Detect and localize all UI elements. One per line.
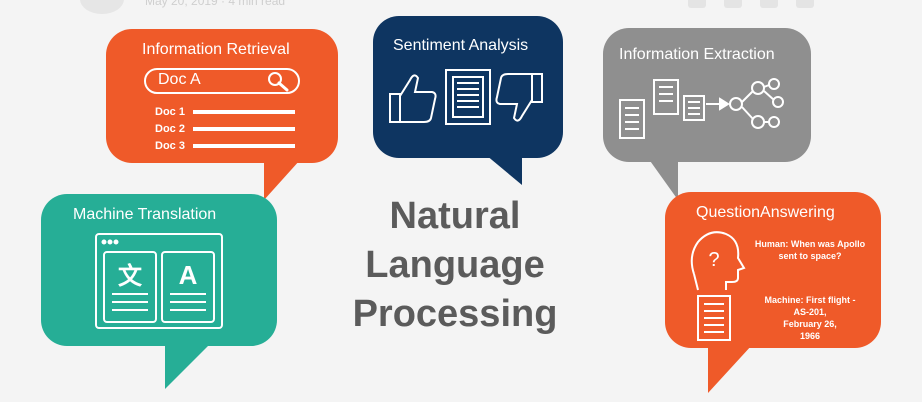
sentiment-analysis-title: Sentiment Analysis — [393, 37, 529, 54]
question-answering-title: QuestionAnswering — [696, 204, 835, 221]
top-bar: May 20, 2019 · 4 min read — [0, 0, 922, 16]
sentiment-icons — [389, 69, 543, 125]
arrow-icon — [706, 97, 730, 111]
machine-line: Machine: First flight - — [764, 295, 856, 305]
machine-answer: Machine: First flight - AS-201, February… — [748, 294, 872, 342]
documents-icon — [619, 79, 705, 139]
chinese-character-icon: 文 — [118, 262, 143, 290]
human-line: sent to space? — [778, 251, 842, 261]
machine-translation-title: Machine Translation — [73, 206, 217, 223]
thumbs-down-icon — [495, 73, 543, 122]
document-row: Doc 2 — [155, 120, 295, 137]
letter-a-icon: A — [179, 260, 198, 290]
bookmark-icon[interactable] — [796, 0, 814, 8]
avatar[interactable] — [80, 0, 124, 14]
document-list: Doc 1 Doc 2 Doc 3 — [155, 103, 295, 154]
document-bar — [193, 143, 295, 148]
search-text: Doc A — [158, 71, 201, 88]
machine-line: 1966 — [799, 331, 821, 341]
twitter-icon[interactable] — [688, 0, 706, 8]
human-head-icon — [690, 231, 746, 291]
question-mark-icon: ? — [708, 249, 719, 271]
machine-line: AS-201, — [793, 307, 827, 317]
thumbs-up-icon — [389, 74, 437, 123]
title-line-1: Natural — [389, 195, 521, 237]
human-line: Human: When was Apollo — [754, 239, 866, 249]
document-row: Doc 3 — [155, 137, 295, 154]
document-bar — [193, 109, 295, 114]
facebook-icon[interactable] — [760, 0, 778, 8]
search-box — [144, 68, 300, 94]
translation-window-icon: 文 A — [95, 233, 223, 329]
title-line-3: Processing — [352, 293, 558, 335]
magnifier-icon — [268, 72, 289, 92]
document-icon — [697, 295, 731, 341]
page-title: Natural Language Processing — [330, 192, 580, 339]
linkedin-icon[interactable] — [724, 0, 742, 8]
extraction-icons — [619, 78, 784, 139]
document-icon — [445, 69, 491, 125]
document-row: Doc 1 — [155, 103, 295, 120]
document-label: Doc 2 — [155, 122, 185, 135]
article-meta: May 20, 2019 · 4 min read — [145, 0, 286, 8]
network-graph-icon — [729, 78, 784, 129]
document-label: Doc 1 — [155, 105, 185, 118]
title-line-2: Language — [365, 244, 545, 286]
qa-icons: ? — [690, 231, 746, 341]
document-bar — [193, 126, 295, 131]
human-question: Human: When was Apollo sent to space? — [752, 238, 868, 262]
information-retrieval-title: Information Retrieval — [142, 41, 290, 58]
document-label: Doc 3 — [155, 139, 185, 152]
information-extraction-title: Information Extraction — [619, 46, 775, 63]
machine-line: February 26, — [783, 319, 837, 329]
